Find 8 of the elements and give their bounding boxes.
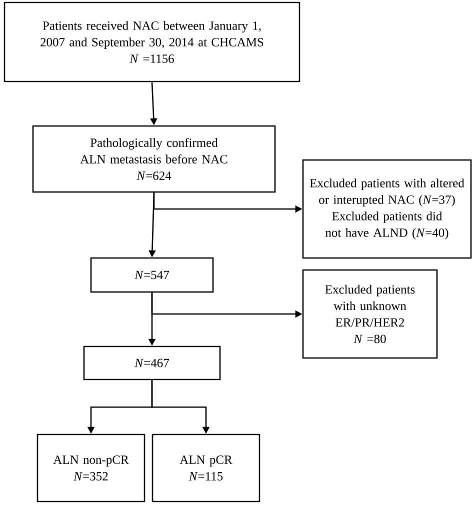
flow-box: Excluded patients with unknown ER/PR/HER2 N =80: [302, 269, 438, 359]
flow-box: Excluded patients with altered or interupted NAC (N=37) Excluded patients did not have ALND (N=40): [302, 159, 472, 259]
flow-box: ALN pCR N=115: [152, 434, 260, 502]
flow-box: Patients received NAC between January 1, 2007 and September 30, 2014 at CHCAMS N =1156: [4, 2, 300, 82]
flow-box: ALN non-pCR N=352: [36, 434, 146, 502]
flow-box: N=547: [90, 257, 214, 293]
flow-box: Pathologically confirmed ALN metastasis before NAC N=624: [32, 125, 276, 193]
flow-box: N=467: [83, 346, 221, 380]
